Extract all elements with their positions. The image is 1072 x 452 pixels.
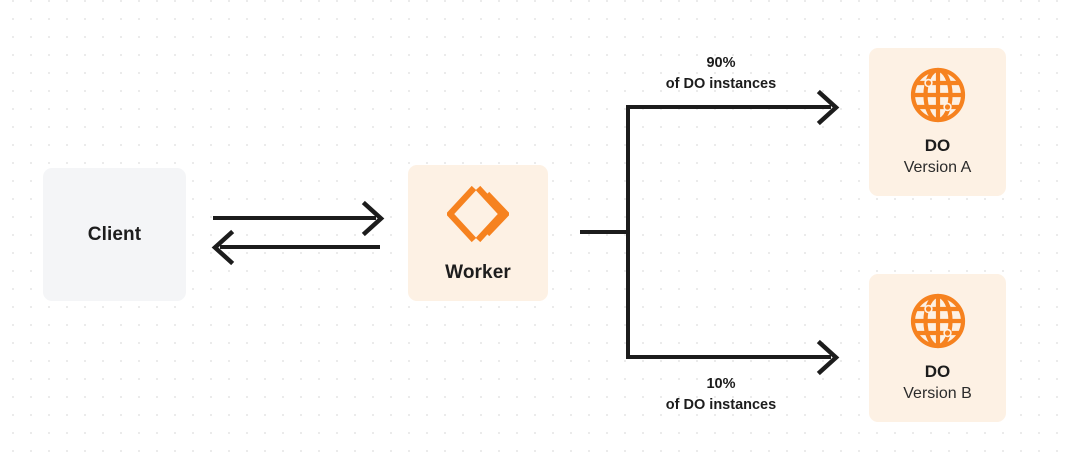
do-a-label: DO bbox=[924, 136, 951, 155]
do-b-sublabel: Version B bbox=[903, 385, 972, 403]
arrow-branch-90 bbox=[626, 89, 840, 126]
branch-label-10: 10% of DO instances bbox=[621, 374, 821, 416]
client-label: Client bbox=[87, 223, 142, 245]
node-do-version-a: DO Version A bbox=[869, 48, 1006, 196]
do-b-label: DO bbox=[924, 362, 951, 381]
do-a-sublabel: Version A bbox=[903, 159, 972, 177]
branch-90-caption: of DO instances bbox=[665, 76, 777, 93]
globe-icon bbox=[908, 65, 968, 125]
branch-10-caption: of DO instances bbox=[665, 397, 777, 414]
node-worker: Worker bbox=[408, 165, 548, 301]
arrow-client-to-worker bbox=[213, 200, 385, 237]
node-client: Client bbox=[43, 168, 186, 301]
globe-icon bbox=[908, 291, 968, 351]
worker-label: Worker bbox=[445, 261, 511, 283]
arrow-worker-to-client bbox=[211, 229, 380, 266]
connector-worker-trunk bbox=[580, 107, 630, 357]
node-do-version-b: DO Version B bbox=[869, 274, 1006, 422]
worker-chevron-icon bbox=[445, 183, 511, 245]
branch-label-90: 90% of DO instances bbox=[621, 53, 821, 95]
branch-10-percent: 10% bbox=[706, 376, 736, 392]
arrow-branch-10 bbox=[626, 339, 840, 376]
branch-90-percent: 90% bbox=[706, 55, 736, 71]
